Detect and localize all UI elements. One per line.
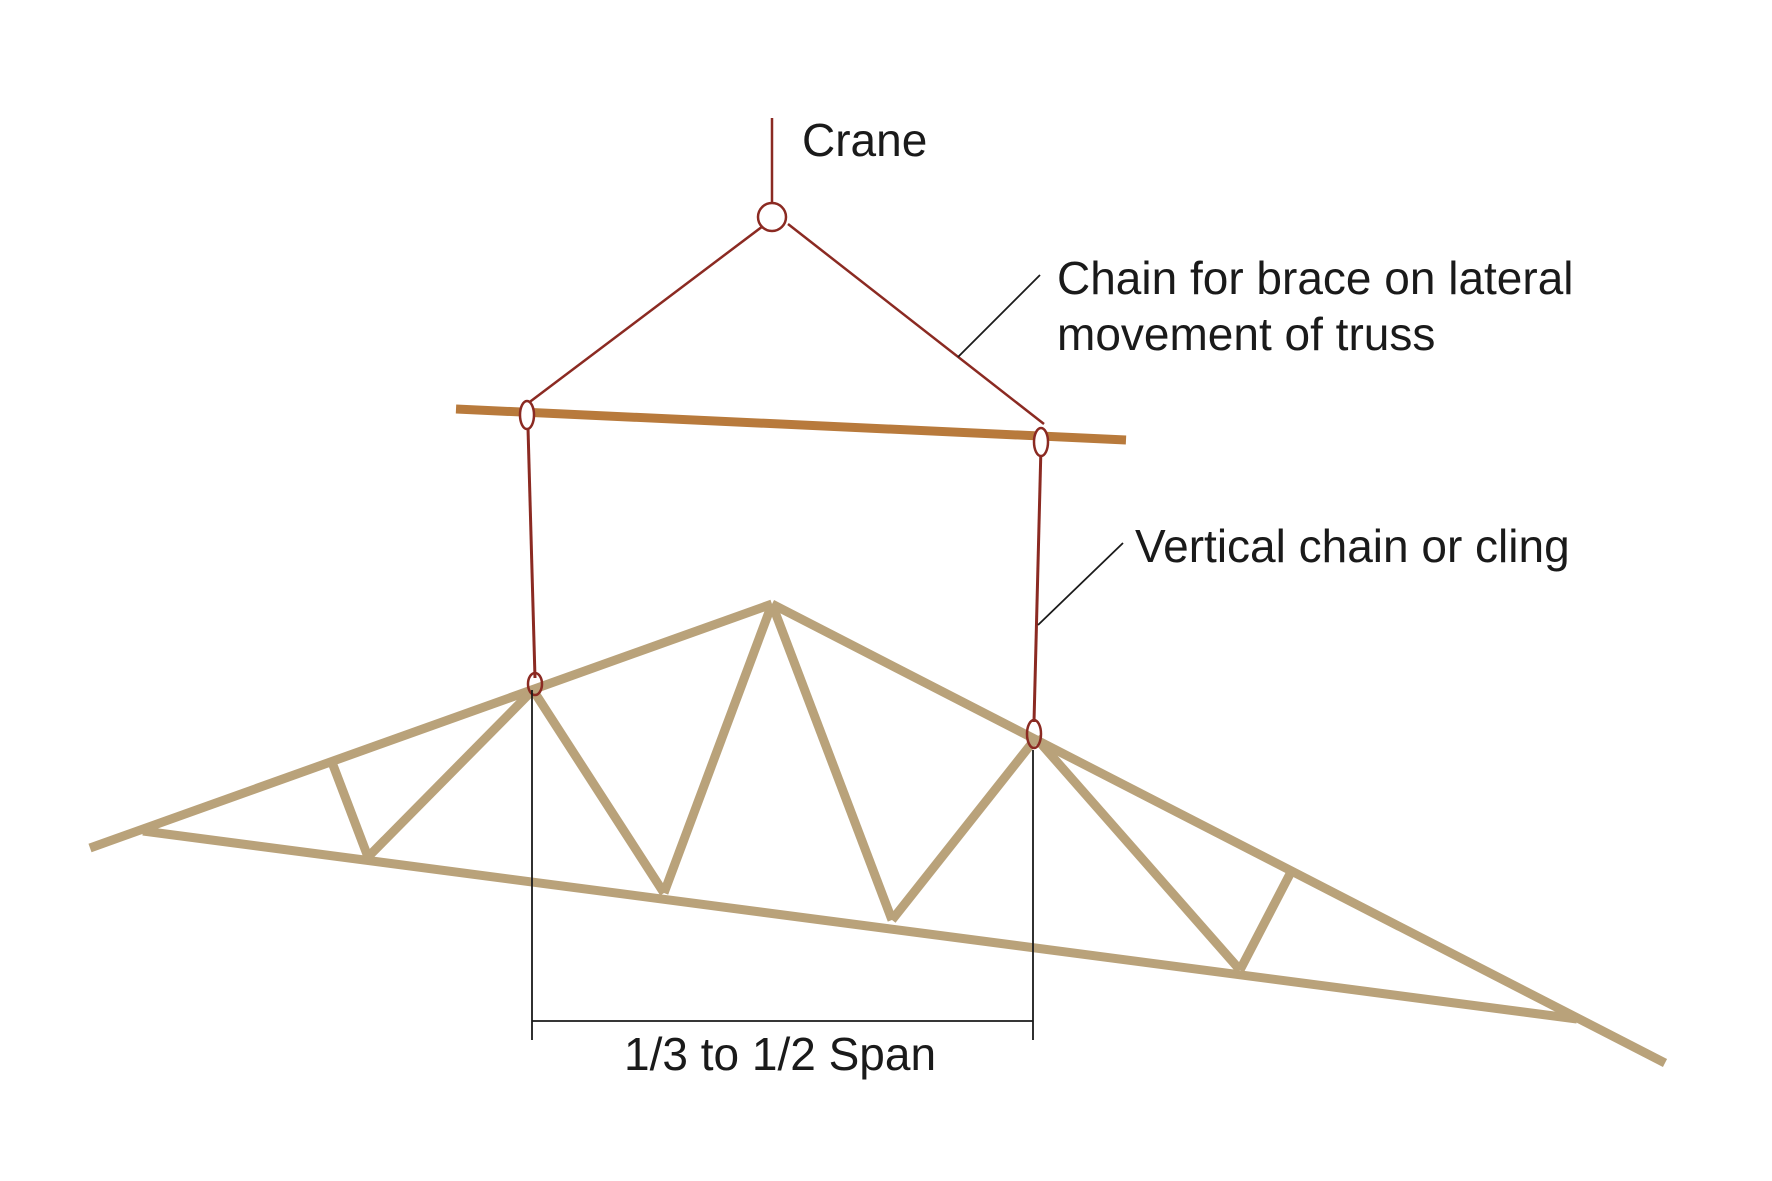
truss-web	[659, 602, 777, 895]
span-dimension	[531, 690, 1034, 1040]
truss-web	[529, 687, 668, 896]
span-label: 1/3 to 1/2 Span	[624, 1028, 937, 1080]
truss-web	[888, 735, 1040, 923]
sling-chain-left	[526, 225, 764, 405]
truss-web	[767, 602, 897, 922]
truss-web	[364, 686, 537, 861]
spreader-bar	[455, 404, 1127, 445]
sling-chains	[526, 223, 1045, 425]
chain-brace-label-line-2: movement of truss	[1057, 308, 1436, 360]
vertical-chains	[526, 427, 1043, 723]
truss-right-top-chord	[769, 599, 1668, 1068]
truss-left-top-chord	[88, 599, 774, 853]
crane-label: Crane	[802, 114, 928, 166]
crane-ring	[756, 201, 788, 233]
ring-bar-right	[1032, 426, 1050, 458]
vertical-chain-left	[526, 427, 537, 679]
chain-brace-label: Chain for brace on lateral movement of t…	[1057, 250, 1574, 362]
ring-truss-left	[526, 671, 544, 697]
leader-lines	[957, 274, 1124, 626]
vertical-chain-label: Vertical chain or cling	[1135, 520, 1570, 572]
chain-brace-label-line-1: Chain for brace on lateral	[1057, 252, 1574, 304]
truss-bottom-chord	[142, 826, 1578, 1024]
truss-web	[1236, 869, 1295, 973]
truss	[88, 599, 1668, 1068]
leader-vertical-chain	[1037, 542, 1124, 626]
rings	[518, 201, 1050, 750]
leader-chain-brace	[957, 274, 1041, 358]
truss-web	[328, 763, 373, 859]
sling-chain-right	[787, 223, 1045, 425]
truss-web	[1032, 735, 1244, 973]
vertical-chain-right	[1032, 445, 1043, 723]
ring-truss-right	[1025, 718, 1043, 750]
ring-bar-left	[518, 399, 536, 431]
